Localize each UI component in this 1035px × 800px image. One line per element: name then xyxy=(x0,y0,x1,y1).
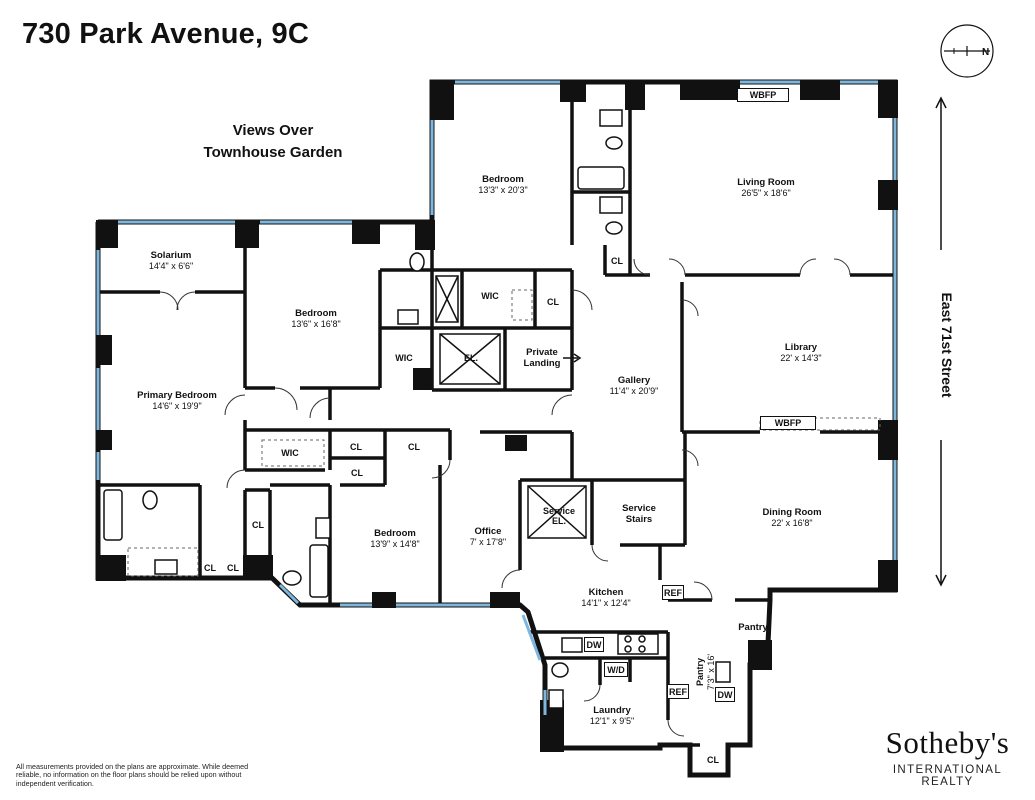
room-dims: 7' x 17'8" xyxy=(469,537,507,547)
room-name: Living Room xyxy=(737,177,795,188)
room-dims: 14'1" x 12'4" xyxy=(581,598,631,608)
wall-masses xyxy=(96,80,898,752)
dishwasher-pantry: DW xyxy=(715,687,735,702)
room-kitchen: Kitchen 14'1" x 12'4" xyxy=(581,587,630,609)
street-name: East 71st Street xyxy=(939,292,955,398)
room-laundry: Laundry 12'1" x 9'5" xyxy=(590,705,634,727)
room-name: Bedroom xyxy=(374,528,416,539)
room-name: Primary Bedroom xyxy=(137,390,217,401)
room-dims: 7'3" x 16' xyxy=(706,653,716,691)
room-gallery: Gallery 11'4" x 20'9" xyxy=(610,375,659,397)
room-bedroom-n: Bedroom 13'3" x 20'3" xyxy=(478,174,527,196)
room-private-landing: Private Landing xyxy=(512,347,572,369)
room-name: Office xyxy=(474,526,502,537)
views-note-line-1: Views Over xyxy=(232,122,314,139)
room-name: Gallery xyxy=(617,375,651,386)
room-name: Solarium xyxy=(150,250,192,261)
compass-icon: N xyxy=(940,24,994,78)
elevator-label: EL. xyxy=(463,353,479,363)
room-dims: 26'5" x 18'6" xyxy=(741,188,791,198)
interior-walls xyxy=(98,100,895,747)
views-note: Views Over Townhouse Garden xyxy=(188,120,358,164)
room-dims: 13'9" x 14'8" xyxy=(370,539,420,549)
room-bedroom-s: Bedroom 13'9" x 14'8" xyxy=(370,528,419,550)
brand-logo: Sotheby's INTERNATIONAL REALTY xyxy=(870,725,1025,788)
brand-tagline: INTERNATIONAL REALTY xyxy=(892,764,1003,788)
washer-dryer: W/D xyxy=(604,662,628,677)
room-dims: 14'4" x 6'6" xyxy=(148,261,194,271)
closet-cl-9: CL xyxy=(707,755,719,765)
fixtures xyxy=(103,109,731,709)
room-library: Library 22' x 14'3" xyxy=(780,342,821,364)
page-title: 730 Park Avenue, 9C xyxy=(22,18,309,50)
compass-north-label: N xyxy=(982,47,989,58)
closet-wic-2: WIC xyxy=(395,353,413,363)
landing-arrow xyxy=(563,353,582,363)
room-pantry-long: Pantry 7'3" x 16' xyxy=(695,654,717,690)
room-dims: 14'6" x 19'9" xyxy=(152,401,202,411)
fireplace-library: WBFP xyxy=(760,416,816,430)
room-service-stairs: Service Stairs xyxy=(609,503,669,525)
fridge-pantry: REF xyxy=(667,684,689,699)
room-pantry-small: Pantry xyxy=(738,622,768,633)
room-living-room: Living Room 26'5" x 18'6" xyxy=(737,177,795,199)
door-swings xyxy=(159,258,851,737)
room-dims: 22' x 16'8" xyxy=(771,518,813,528)
closet-outlines xyxy=(127,289,881,577)
service-elevator-label: Service EL. xyxy=(542,506,576,526)
room-name: Kitchen xyxy=(588,587,624,598)
room-name: Pantry xyxy=(695,658,705,687)
closet-cl-2: CL xyxy=(611,256,623,266)
room-bedroom-nw: Bedroom 13'6" x 16'8" xyxy=(291,308,340,330)
closet-cl-1: CL xyxy=(547,297,559,307)
room-dims: 13'3" x 20'3" xyxy=(478,185,528,195)
room-name: Bedroom xyxy=(295,308,337,319)
fireplace-living: WBFP xyxy=(737,88,789,102)
room-name: Laundry xyxy=(593,705,631,716)
room-name: Service Stairs xyxy=(622,503,656,525)
disclaimer: All measurements provided on the plans a… xyxy=(16,762,249,788)
room-name: Dining Room xyxy=(762,507,822,518)
room-office: Office 7' x 17'8" xyxy=(470,526,506,548)
dishwasher-kitchen: DW xyxy=(584,637,604,652)
room-primary-bedroom: Primary Bedroom 14'6" x 19'9" xyxy=(137,390,217,412)
room-name: Pantry xyxy=(738,622,768,633)
closet-cl-3: CL xyxy=(350,442,362,452)
windows xyxy=(96,80,897,715)
closet-wic-3: WIC xyxy=(281,448,299,458)
room-dims: 22' x 14'3" xyxy=(780,353,822,363)
closet-cl-8: CL xyxy=(227,563,239,573)
room-name: Private Landing xyxy=(523,347,561,369)
closet-wic-1: WIC xyxy=(481,291,499,301)
closet-cl-5: CL xyxy=(351,468,363,478)
room-name: Library xyxy=(784,342,818,353)
fridge-kitchen: REF xyxy=(662,585,684,600)
street-label: East 71st Street xyxy=(937,260,957,430)
room-solarium: Solarium 14'4" x 6'6" xyxy=(149,250,193,272)
room-dims: 12'1" x 9'5" xyxy=(589,716,635,726)
closet-cl-7: CL xyxy=(204,563,216,573)
street-arrow xyxy=(935,96,947,587)
room-name: Bedroom xyxy=(482,174,524,185)
views-note-line-2: Townhouse Garden xyxy=(203,144,343,161)
room-dims: 13'6" x 16'8" xyxy=(291,319,341,329)
room-dining-room: Dining Room 22' x 16'8" xyxy=(762,507,821,529)
brand-name: Sotheby's xyxy=(885,725,1010,760)
closet-cl-4: CL xyxy=(408,442,420,452)
closet-cl-6: CL xyxy=(252,520,264,530)
room-dims: 11'4" x 20'9" xyxy=(609,386,659,396)
